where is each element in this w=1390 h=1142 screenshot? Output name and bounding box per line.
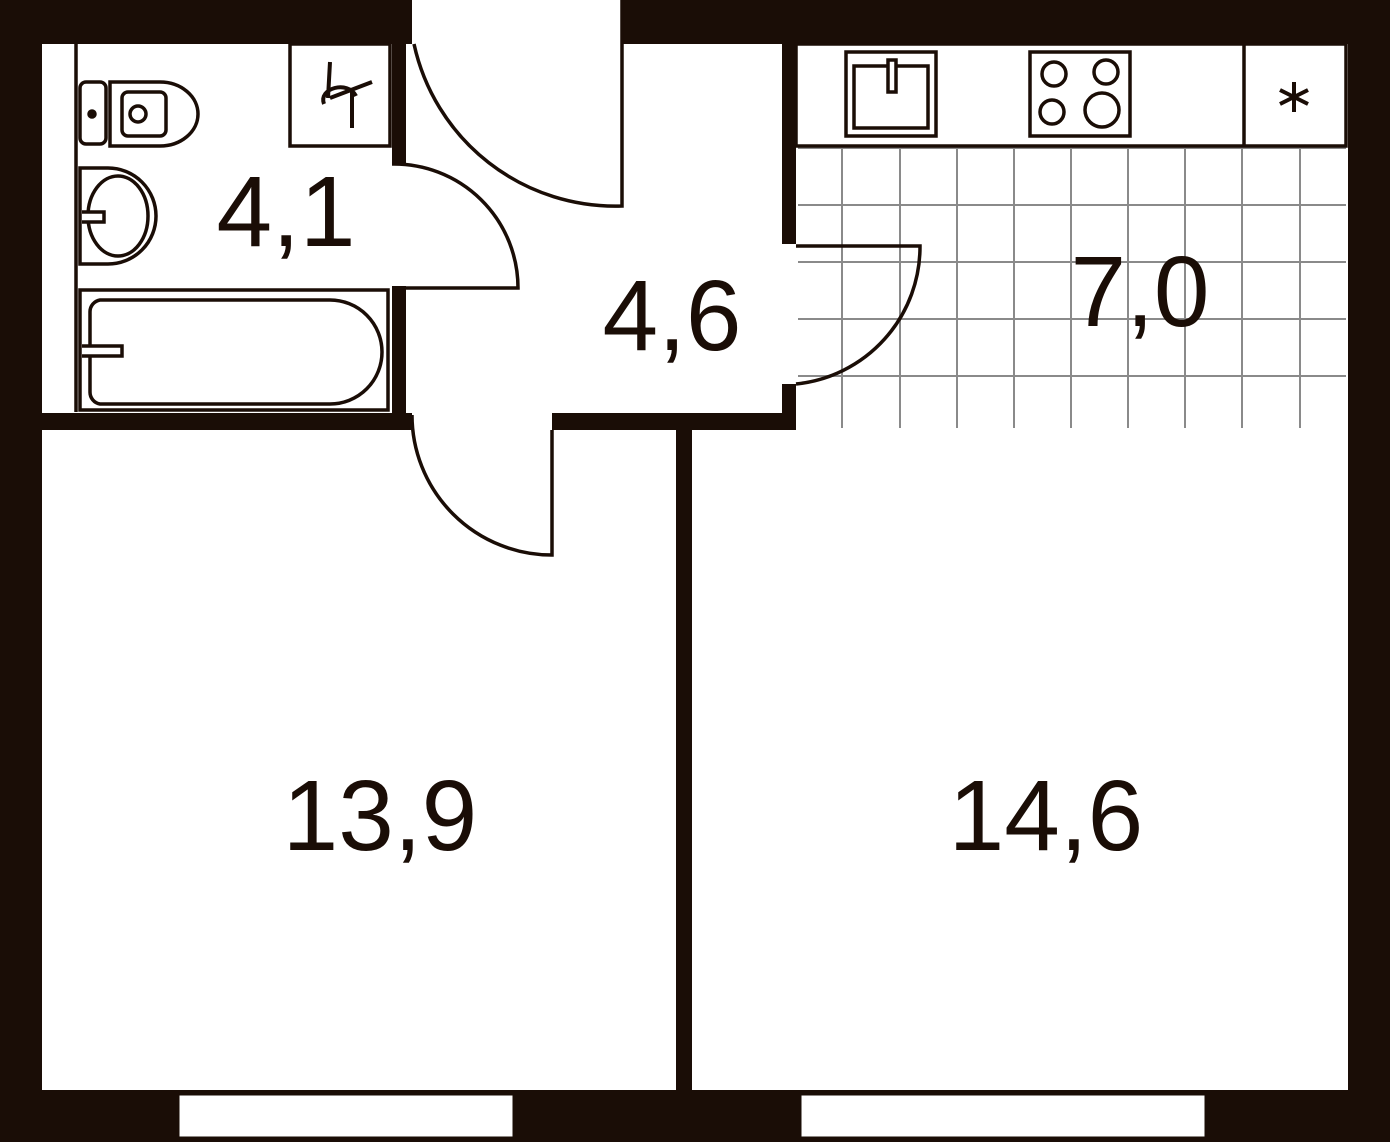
kitchen-fixtures <box>794 42 1348 148</box>
kitchen-door-opening <box>780 244 800 384</box>
bedroom-door <box>410 414 554 557</box>
asterisk-icon <box>1279 82 1309 112</box>
bathroom-fixtures <box>74 42 392 412</box>
kitchen-sink-icon <box>844 50 938 138</box>
door-swings <box>391 0 922 557</box>
living-room-area-label: 14,6 <box>949 760 1144 872</box>
kitchen-area-label: 7,0 <box>1070 236 1209 348</box>
entrance-door <box>412 0 624 208</box>
living-room-floor <box>692 430 1348 1090</box>
bathroom-door-opening <box>390 164 410 286</box>
kitchen-tile-grid <box>798 147 1346 428</box>
bathroom-area-label: 4,1 <box>216 156 355 268</box>
bedroom-area-label: 13,9 <box>283 760 478 872</box>
entrance-opening <box>412 0 622 46</box>
sink-icon <box>78 166 158 266</box>
bathroom-door <box>391 162 520 290</box>
bedroom-window <box>178 1094 514 1138</box>
bedroom-door-opening <box>412 410 552 434</box>
washing-machine-icon <box>288 42 392 148</box>
bathtub-icon <box>78 288 390 412</box>
kitchen-door <box>795 244 922 386</box>
hallway-area-label: 4,6 <box>602 260 741 372</box>
toilet-icon <box>78 80 200 148</box>
hallway-floor <box>406 44 782 413</box>
bedroom-floor <box>42 430 676 1090</box>
window-frames <box>176 1092 1208 1140</box>
stove-icon <box>1028 50 1132 138</box>
living-room-window <box>800 1094 1206 1138</box>
